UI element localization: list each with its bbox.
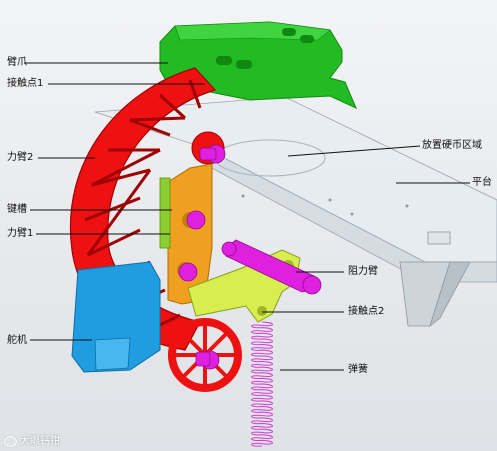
pin-keyway [186, 210, 206, 230]
label-platform: 平台 [472, 177, 492, 188]
spring [251, 321, 273, 447]
label-resist-arm: 阻力臂 [348, 266, 378, 277]
leader-lines [24, 62, 470, 371]
label-coin-area: 放置硬币区域 [422, 140, 482, 151]
watermark-logo-icon [4, 435, 17, 447]
label-servo: 舵机 [7, 335, 27, 346]
label-contact-point-1: 接触点1 [7, 78, 44, 89]
watermark-text: 大眼钙钳 [20, 436, 60, 447]
label-force-arm-1: 力臂1 [7, 228, 34, 239]
pin-upper [199, 144, 226, 164]
label-contact-point-2: 接触点2 [348, 306, 385, 317]
pin-wheel [195, 350, 220, 370]
watermark: 大眼钙钳 [4, 432, 60, 447]
label-keyway: 键槽 [7, 204, 27, 215]
pin-resist [221, 239, 322, 295]
servo [71, 261, 161, 373]
label-arm-claw: 臂爪 [7, 57, 27, 68]
pin-lower [178, 262, 198, 282]
label-spring: 弹簧 [348, 364, 368, 375]
pins [178, 144, 322, 370]
label-force-arm-2: 力臂2 [7, 152, 34, 163]
